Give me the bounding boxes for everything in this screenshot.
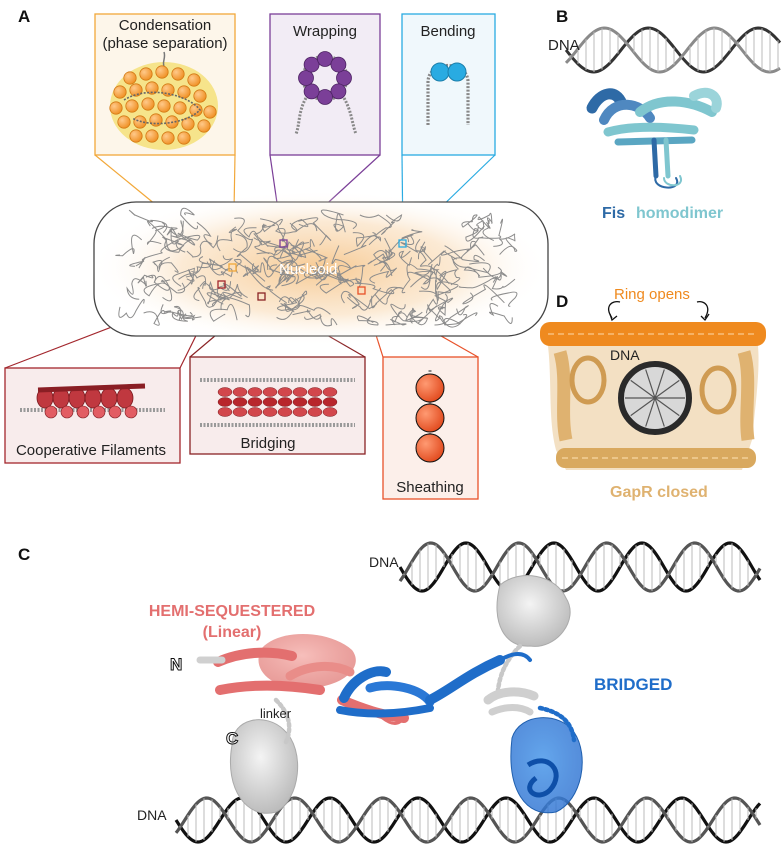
wrapping-protein-ring (298, 51, 352, 105)
c-grey-domain-bottom (230, 719, 299, 814)
bridging-proteins (200, 378, 355, 427)
hemi-title-line2: (Linear) (203, 624, 262, 641)
marker-bending (398, 239, 407, 248)
panel-d-letter: D (556, 292, 568, 311)
nucleoid-label: Nucleoid (279, 261, 337, 278)
marker-bridging (257, 292, 266, 301)
ring-opens-label: Ring opens (614, 286, 690, 303)
c-terminus-label: C (226, 729, 238, 748)
condensation-title-line1: Condensation (119, 17, 212, 34)
c-dna-bottom-label: DNA (137, 807, 167, 823)
fis-structure: DNA Fis homodimer (548, 26, 782, 222)
fis-dna-label: DNA (548, 37, 580, 54)
gapr-closed-label: GapR closed (610, 484, 708, 501)
c-hemi-helices (196, 647, 409, 725)
filament-proteins (20, 383, 165, 419)
filaments-title: Cooperative Filaments (16, 442, 166, 459)
panel-c-letter: C (18, 545, 30, 564)
panel-a-letter: A (18, 7, 30, 26)
bridging-title: Bridging (240, 435, 295, 452)
marker-condensation (228, 263, 237, 272)
marker-sheathing (357, 286, 366, 295)
ring-opens-arrow-right (696, 300, 709, 319)
wrapping-title: Wrapping (293, 23, 357, 40)
gapr-dna-label: DNA (610, 347, 640, 363)
c-dna-top-label: DNA (369, 554, 399, 570)
c-bridged-helices (336, 652, 532, 718)
c-linker-blue (537, 705, 577, 743)
bending-title: Bending (420, 23, 475, 40)
c-pink-surface (258, 633, 356, 689)
fis-dna-helix (564, 26, 782, 74)
gapr-structure: Ring opens DNA GapR closed (540, 286, 766, 501)
condensate-proteins (109, 65, 217, 145)
hemi-title-line1: HEMI-SEQUESTERED (149, 603, 315, 620)
c-dna-bottom-helix (174, 796, 762, 844)
linker-label: linker (260, 706, 292, 721)
c-linker-grey-bottom (273, 697, 292, 745)
bridging-box: Bridging (189, 356, 366, 455)
c-grey-domain-top (496, 575, 571, 647)
condensation-box: Condensation (phase separation) (94, 13, 236, 156)
sheathing-title: Sheathing (396, 479, 464, 496)
cell: Nucleoid (90, 190, 550, 346)
sheathing-box: Sheathing (382, 356, 479, 500)
c-grey-helices (483, 687, 539, 716)
fis-protein (586, 87, 722, 189)
marker-filaments (217, 280, 226, 289)
marker-wrapping (279, 239, 288, 248)
condensation-title-line2: (phase separation) (102, 35, 227, 52)
nucleoid-dna-tangle (115, 207, 518, 328)
panel-b-letter: B (556, 7, 568, 26)
homodimer-label: homodimer (636, 205, 723, 222)
bending-box: Bending (401, 13, 496, 156)
c-dna-top-helix (398, 541, 762, 593)
gapr-dna-spokes (625, 369, 685, 427)
filaments-box: Cooperative Filaments (4, 367, 181, 464)
fis-label: Fis (602, 205, 625, 222)
n-terminus-label: N (170, 655, 182, 674)
bridged-title: BRIDGED (594, 675, 672, 694)
wrapping-box: Wrapping (269, 13, 381, 156)
